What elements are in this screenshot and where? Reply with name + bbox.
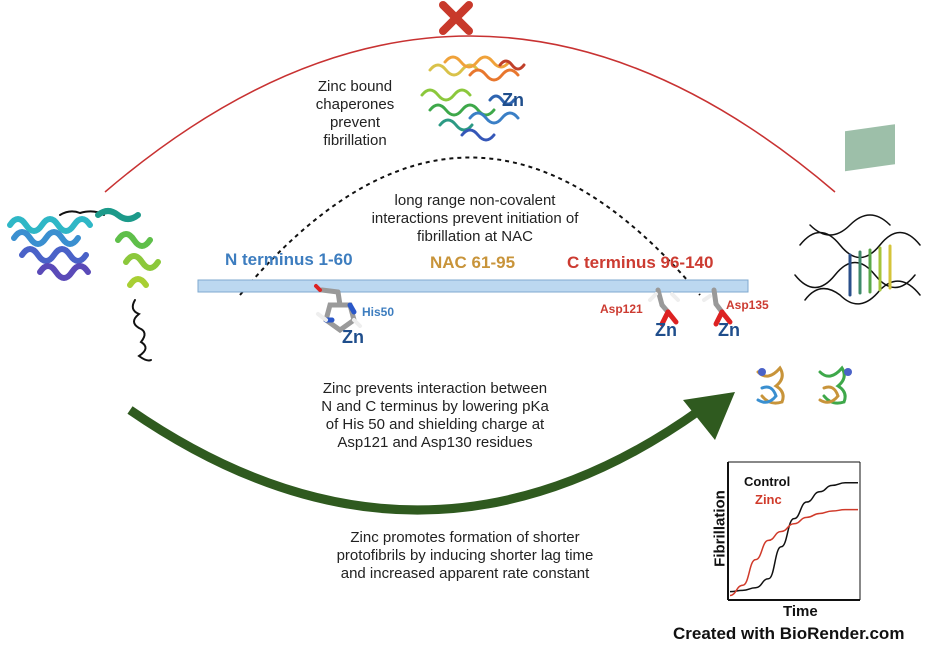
legend-zinc: Zinc <box>755 492 782 507</box>
his50-zn-label: Zn <box>342 327 364 347</box>
his50-stick-model <box>314 284 362 334</box>
monomer-protein-icon <box>7 208 161 362</box>
c-terminus-label: C terminus 96-140 <box>567 253 714 272</box>
asp121-label: Asp121 <box>600 302 643 316</box>
green-arrow <box>127 406 703 515</box>
green-arrow-head <box>683 392 735 440</box>
chaperone-label-text: Zinc bound chaperones prevent fibrillati… <box>315 78 395 149</box>
asp135-stick-model <box>702 287 733 327</box>
chaperone-zn-label: Zn <box>502 90 524 110</box>
asp135-zn-label: Zn <box>718 320 740 340</box>
zinc-promotes-text: Zinc promotes formation of shorter proto… <box>300 529 630 583</box>
chaperone-label: Zinc bound chaperones prevent fibrillati… <box>305 78 405 150</box>
legend-control: Control <box>744 474 791 489</box>
nac-label: NAC 61-95 <box>430 253 516 272</box>
sequence-bar <box>197 279 749 293</box>
red-x-icon <box>439 1 473 35</box>
outer-arc <box>104 35 836 193</box>
asp121-stick-model <box>648 287 680 327</box>
zinc-promotes-body: Zinc promotes formation of shorter proto… <box>336 529 594 582</box>
asp135-label: Asp135 <box>726 298 769 312</box>
chaperone-protein-icon <box>420 55 526 142</box>
zinc-prevents-text: Zinc prevents interaction between N and … <box>300 380 570 452</box>
his50-label: His50 <box>362 305 395 319</box>
interaction-text-body: long range non-covalent interactions pre… <box>371 192 579 245</box>
fibril-protein-icon <box>794 124 921 305</box>
asp121-zn-label: Zn <box>655 320 677 340</box>
protofibril-icon <box>756 365 852 405</box>
interaction-text: long range non-covalent interactions pre… <box>340 192 610 246</box>
chart-xlabel: Time <box>783 603 818 620</box>
chart-ylabel: Fibrillation <box>711 490 729 567</box>
n-terminus-label: N terminus 1-60 <box>225 250 353 269</box>
biorender-credit: Created with BioRender.com <box>673 624 905 643</box>
zinc-prevents-body: Zinc prevents interaction between N and … <box>321 380 549 451</box>
